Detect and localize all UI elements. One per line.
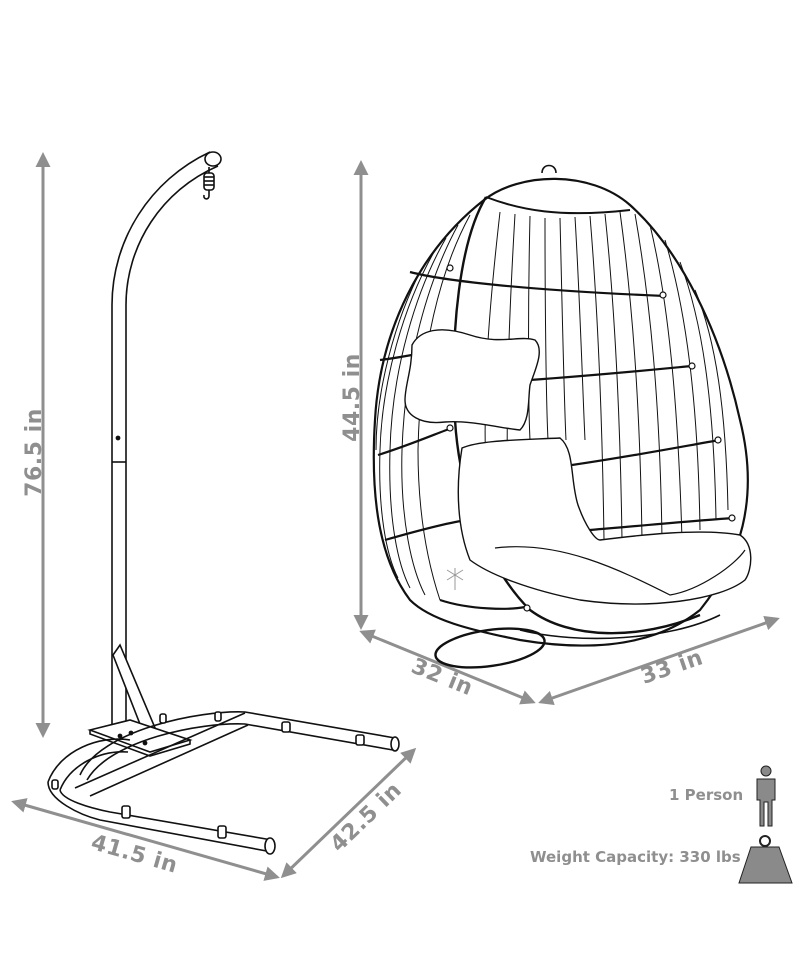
stand-depth-line [280,747,417,879]
person-icon [756,765,776,827]
dimension-lines [11,152,780,881]
stand-width-line [11,798,280,881]
chair-height-label: 44.5 in [339,353,365,442]
weight-capacity-label: Weight Capacity: 330 lbs [530,848,741,866]
stand-height-label: 76.5 in [21,408,47,497]
chair-width-line [538,615,780,706]
brand-logo-icon [446,568,464,590]
egg-chair-drawing [372,164,752,669]
stand-drawing [47,151,400,855]
person-capacity-label: 1 Person [669,786,744,804]
weight-icon [738,835,793,884]
chair-depth-line [359,629,536,705]
